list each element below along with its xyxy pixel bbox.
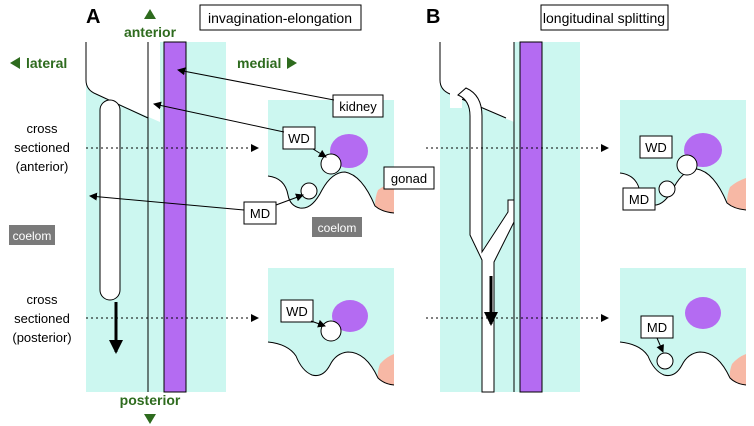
panel-b-posterior-md xyxy=(656,352,674,370)
panel-b-anterior-md xyxy=(658,180,676,198)
panel-b-anterior-wd xyxy=(676,154,698,176)
row-label-posterior-1: cross xyxy=(26,292,58,307)
panel-b-anterior-cross-section xyxy=(619,100,747,211)
panel-a-posterior-gonad xyxy=(377,354,394,385)
md-leader-arrow-b-posterior xyxy=(656,337,664,353)
wd-label-box-a-anterior xyxy=(282,126,316,150)
panel-a-posterior-cross-section xyxy=(267,268,395,386)
md-label-b-anterior: MD xyxy=(629,192,649,207)
row-label-anterior-3: (anterior) xyxy=(16,159,69,174)
panel-b-posterior-kidney xyxy=(685,297,721,329)
medial-arrow-icon xyxy=(287,57,297,69)
wd-leader-arrow-posterior xyxy=(310,319,326,328)
md-label-box-a xyxy=(243,201,277,225)
row-label-anterior-1: cross xyxy=(26,121,58,136)
md-label-a: MD xyxy=(250,206,270,221)
panel-a-posterior-wd xyxy=(320,320,342,342)
wd-label-a-anterior: WD xyxy=(288,131,310,146)
posterior-arrow-icon xyxy=(144,414,156,424)
panel-a-lateral-notch xyxy=(86,42,160,122)
row-label-anterior-2: sectioned xyxy=(14,140,70,155)
panel-b-anterior-gonad xyxy=(727,178,746,210)
coelom-box-right xyxy=(312,217,362,237)
anterior-label: anterior xyxy=(124,24,177,40)
coelom-label-left: coelom xyxy=(13,229,52,243)
md-leader-arrow-longitudinal xyxy=(89,192,245,211)
lateral-label: lateral xyxy=(26,55,67,71)
row-label-posterior-3: (posterior) xyxy=(12,330,71,345)
md-label-b-posterior: MD xyxy=(647,320,667,335)
gonad-label-box xyxy=(383,166,435,190)
coelom-label-right: coelom xyxy=(318,221,357,235)
panel-a-kidney-strip xyxy=(163,41,187,393)
panel-b-title: longitudinal splitting xyxy=(543,10,665,26)
wd-leader-arrow-section xyxy=(312,148,327,158)
panel-a-letter: A xyxy=(86,6,100,28)
panel-b-lateral-notch xyxy=(440,42,514,122)
wd-label-b: WD xyxy=(645,140,667,155)
panel-a-anterior-md xyxy=(300,182,318,200)
wd-leader-arrow-longitudinal xyxy=(153,101,285,133)
coelom-box-left xyxy=(9,225,55,245)
panel-a-title: invagination-elongation xyxy=(208,10,352,26)
row-label-posterior-2: sectioned xyxy=(14,311,70,326)
md-label-box-b-anterior xyxy=(622,187,656,211)
kidney-label: kidney xyxy=(339,99,377,114)
panel-a-title-box xyxy=(199,4,362,31)
panel-a-gonad xyxy=(375,182,394,213)
gonad-label: gonad xyxy=(391,171,427,186)
wd-label-box-a-posterior xyxy=(280,299,314,323)
panel-b-posterior-gonad xyxy=(729,354,746,385)
lateral-arrow-icon xyxy=(10,57,20,69)
kidney-label-box xyxy=(332,94,384,118)
wd-label-a-posterior: WD xyxy=(286,304,308,319)
panel-a-posterior-kidney xyxy=(332,300,368,332)
panel-a-mullerian-duct xyxy=(99,99,121,301)
wd-label-box-b xyxy=(639,135,673,159)
panel-b-title-box xyxy=(540,4,669,31)
panel-b-kidney-strip xyxy=(519,41,543,393)
panel-b-posterior-cross-section xyxy=(619,268,747,386)
panel-a-anterior-wd xyxy=(320,153,342,175)
panel-b-letter: B xyxy=(426,6,440,28)
kidney-leader-arrow xyxy=(177,67,335,101)
posterior-label: posterior xyxy=(120,392,181,408)
medial-label: medial xyxy=(237,55,281,71)
anterior-arrow-icon xyxy=(144,9,156,19)
md-leader-arrow-section xyxy=(275,193,304,206)
